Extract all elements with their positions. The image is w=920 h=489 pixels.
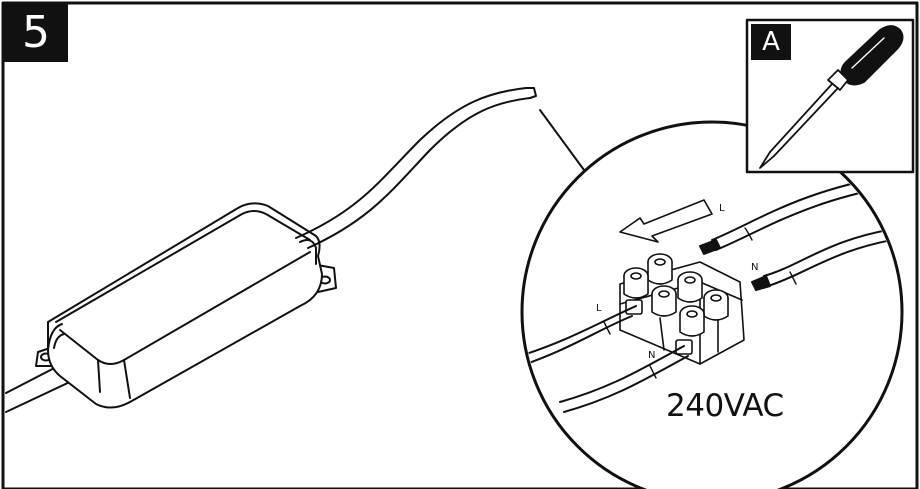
- terminal-neutral-wire: [559, 345, 689, 413]
- terminal-live-label: L: [596, 303, 602, 314]
- output-wires: [295, 87, 537, 249]
- tool-label-badge: A: [751, 24, 791, 60]
- step-number-badge: 5: [4, 4, 68, 62]
- terminal-detail: [524, 173, 900, 413]
- callout-leader: [539, 109, 585, 171]
- voltage-label: 240VAC: [666, 388, 784, 424]
- incoming-neutral-label: N: [751, 262, 759, 273]
- terminal-block: [619, 253, 745, 365]
- incoming-live-label: L: [719, 203, 725, 214]
- led-driver-box: [35, 202, 337, 409]
- incoming-neutral-wire: [751, 227, 900, 291]
- terminal-live-wire: [524, 305, 637, 367]
- direction-arrow-icon: [619, 199, 713, 243]
- terminal-neutral-label: N: [648, 350, 656, 361]
- screwdriver-icon: [759, 25, 904, 169]
